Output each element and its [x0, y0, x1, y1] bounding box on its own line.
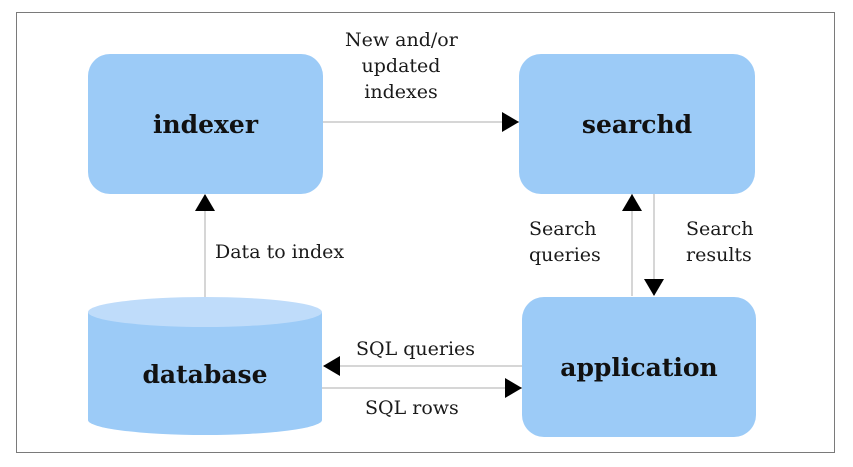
label-new-updated-indexes-line-3: indexes: [364, 81, 438, 103]
label-search-results-line-2: results: [686, 244, 752, 266]
label-new-updated-indexes: New and/or updated indexes: [345, 27, 458, 105]
arrowhead-into-database: [323, 356, 340, 376]
database-label: database: [142, 360, 268, 389]
label-search-queries: Search queries: [529, 216, 601, 268]
label-data-to-index-text: Data to index: [215, 241, 345, 263]
label-sql-rows: SQL rows: [365, 395, 459, 421]
label-new-updated-indexes-line-2: updated: [361, 55, 441, 77]
searchd-label: searchd: [581, 109, 693, 139]
application-label: application: [560, 352, 718, 382]
label-search-results: Search results: [686, 216, 766, 268]
arrowhead-into-searchd: [502, 112, 519, 132]
indexer-node: indexer: [88, 54, 323, 194]
label-search-queries-line-2: queries: [529, 244, 601, 266]
label-data-to-index: Data to index: [215, 239, 344, 265]
searchd-node: searchd: [519, 54, 755, 194]
label-sql-queries-text: SQL queries: [356, 338, 476, 360]
application-node: application: [522, 297, 756, 437]
label-new-updated-indexes-line-1: New and/or: [345, 29, 458, 51]
label-search-queries-line-1: Search: [529, 218, 597, 240]
database-cylinder-body: [88, 312, 322, 435]
label-sql-rows-text: SQL rows: [365, 397, 459, 419]
arrowhead-into-application: [505, 378, 522, 398]
indexer-label: indexer: [152, 109, 259, 139]
arrowhead-results-into-application: [644, 279, 664, 296]
arrowhead-into-indexer: [195, 194, 215, 211]
database-cylinder: [88, 297, 322, 435]
database-cylinder-top: [88, 297, 322, 327]
label-search-results-line-1: Search: [686, 218, 754, 240]
arrowhead-queries-into-searchd: [622, 194, 642, 211]
label-sql-queries: SQL queries: [356, 336, 475, 362]
